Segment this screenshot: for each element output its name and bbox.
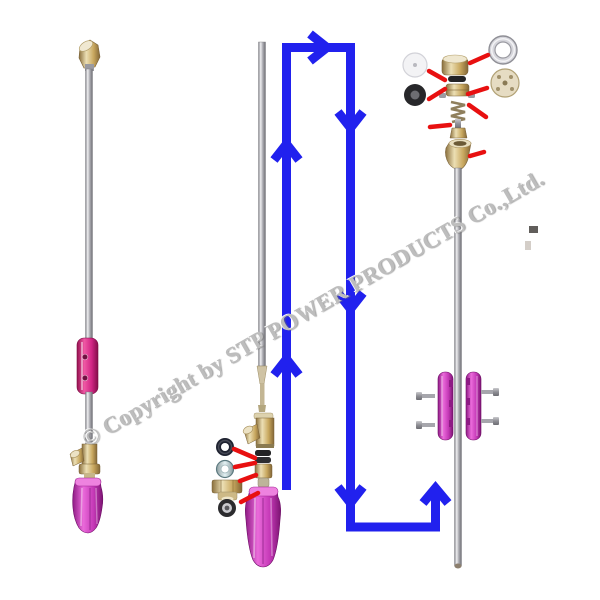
lance-tube bbox=[454, 167, 462, 567]
holder-screw-icon bbox=[81, 353, 89, 361]
flow-arrowhead-up-icon bbox=[419, 480, 452, 506]
elbow-cup-icon: Brass elbow cup bbox=[445, 139, 472, 171]
speck bbox=[529, 226, 538, 233]
exploded-valve-parts: Exploded nozzle valve parts Nylon disc R… bbox=[402, 35, 520, 171]
flow-arrow-path bbox=[282, 43, 440, 532]
flow-arrowhead-down-icon bbox=[334, 290, 367, 317]
elbow-nozzle-icon bbox=[78, 39, 101, 71]
holder-screw-icon bbox=[81, 374, 89, 382]
speck bbox=[525, 241, 531, 250]
lance-tube bbox=[85, 391, 93, 447]
coupler-fitting: Brass side-port coupler bbox=[69, 443, 101, 479]
tee-fitting: Brass tee fitting bbox=[242, 412, 275, 448]
spring-icon: Valve spring bbox=[450, 100, 466, 124]
nipple-icon bbox=[449, 127, 468, 139]
o-ring-icon: Rubber o-ring bbox=[216, 438, 234, 456]
lance-tube bbox=[258, 41, 266, 367]
exploded-guard-lance: Lance with exploded holder guard and scr… bbox=[416, 167, 538, 569]
pointer-arrows: Red pointer arrow bbox=[426, 52, 491, 159]
flow-arrows: Assembly sequence arrows bbox=[270, 30, 452, 532]
flow-arrowhead-down-icon bbox=[334, 109, 367, 136]
grommet-icon: Rubber grommet bbox=[404, 84, 426, 106]
cap-nut-icon: Brass cap nut bbox=[441, 54, 469, 76]
lance-tube bbox=[85, 68, 93, 341]
guard-screw-icon bbox=[481, 388, 499, 396]
hex-bushing-icon: Brass hex bushing bbox=[211, 479, 243, 502]
nozzle-guard: Pink nozzle protector cover bbox=[72, 477, 104, 534]
guard-screw-icon bbox=[416, 421, 435, 429]
flow-arrowhead-right-icon bbox=[307, 30, 335, 65]
seat-disc-icon: Drilled brass seat disc bbox=[490, 68, 520, 98]
seal-stack: O-ring and nut stack bbox=[254, 450, 273, 488]
guard-screw-icon bbox=[481, 417, 499, 425]
guard-half-right: Guard half shell bbox=[465, 371, 482, 441]
guard-screw-icon bbox=[416, 392, 435, 400]
o-ring-icon bbox=[448, 76, 466, 82]
flow-arrowhead-up-icon bbox=[270, 351, 303, 378]
disassembled-lance: Lance tube with nozzle protector parts e… bbox=[211, 41, 281, 568]
assembled-lance: Assembled pressure-washer lance Pink lan… bbox=[69, 39, 104, 534]
tube-tip bbox=[454, 563, 462, 569]
retainer-ring-icon: Retainer ring bbox=[218, 499, 236, 517]
flow-arrowhead-up-icon bbox=[270, 136, 303, 163]
flat-washer-icon: Flat washer bbox=[215, 459, 235, 479]
flow-arrowhead-down-icon bbox=[334, 484, 367, 511]
ring-nut-icon: Steel ring nut bbox=[488, 35, 518, 65]
brass-washer-icon: Brass washer bbox=[445, 83, 470, 97]
holder-grip: Pink lance holder bbox=[76, 337, 99, 395]
taper-tip: Brass taper tip bbox=[256, 365, 268, 412]
pointer-arrows: Red pointer arrow bbox=[231, 446, 261, 505]
guard-half-left: Guard half shell bbox=[437, 371, 454, 441]
valve-pin-icon bbox=[455, 119, 461, 129]
white-disc-icon: Nylon disc bbox=[402, 52, 428, 78]
